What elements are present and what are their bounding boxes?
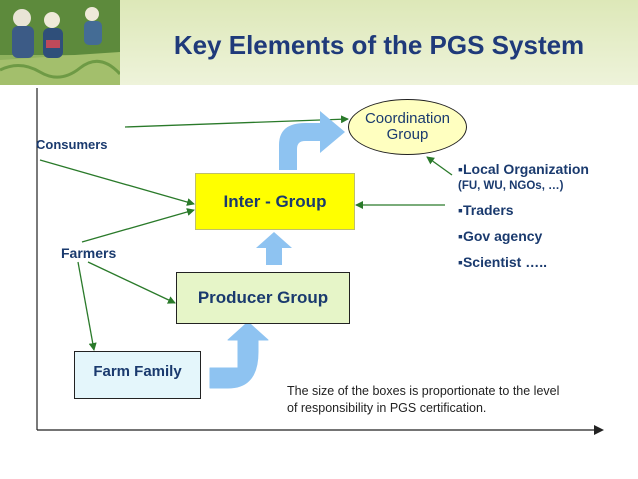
list-item: ▪Local Organization (458, 161, 589, 177)
bullet-icon: ▪ (458, 161, 463, 177)
bullet-icon: ▪ (458, 202, 463, 218)
inter-group-label: Inter - Group (223, 191, 327, 211)
list-item: ▪Scientist ….. (458, 254, 547, 270)
farm-family-node: Farm Family (74, 351, 201, 399)
coordination-label-line2: Group (386, 126, 429, 143)
side-list-to-coordination-arrow (426, 156, 453, 176)
consumers-to-coordination-arrow (124, 115, 349, 128)
farm-workers-photo (0, 0, 120, 85)
list-item-subtext: (FU, WU, NGOs, …) (458, 180, 564, 192)
footnote-line2: of responsibility in PGS certification. (287, 401, 487, 415)
coordination-group-node: Coordination Group (348, 99, 467, 155)
x-axis-arrowhead (594, 425, 604, 435)
farm-family-label: Farm Family (93, 363, 182, 380)
list-item: ▪Gov agency (458, 228, 543, 244)
producer-group-node: Producer Group (176, 272, 350, 324)
farmers-label: Farmers (61, 245, 117, 261)
producer-to-inter-block-arrow (256, 232, 292, 265)
bullet-icon: ▪ (458, 254, 463, 270)
producer-group-label: Producer Group (197, 288, 329, 307)
inter-to-coordination-block-arrow (279, 111, 345, 170)
farm-to-producer-block-arrow (209, 321, 269, 389)
farmers-to-farm-family-arrow (77, 261, 97, 351)
list-item: ▪Traders (458, 202, 514, 218)
inter-group-node: Inter - Group (195, 173, 355, 230)
farmers-to-producer-arrow (87, 261, 176, 304)
page-title: Key Elements of the PGS System (173, 30, 585, 60)
consumers-label: Consumers (36, 137, 108, 152)
footnote-line1: The size of the boxes is proportionate t… (287, 384, 560, 398)
farmers-to-inter-arrow (81, 208, 195, 243)
coordination-label-line1: Coordination (364, 110, 451, 127)
consumers-to-inter-arrow (39, 159, 195, 206)
footnote: The size of the boxes is proportionate t… (287, 383, 559, 417)
stakeholder-list: ▪Local Organization (FU, WU, NGOs, …) ▪T… (458, 160, 589, 271)
bullet-icon: ▪ (458, 228, 463, 244)
